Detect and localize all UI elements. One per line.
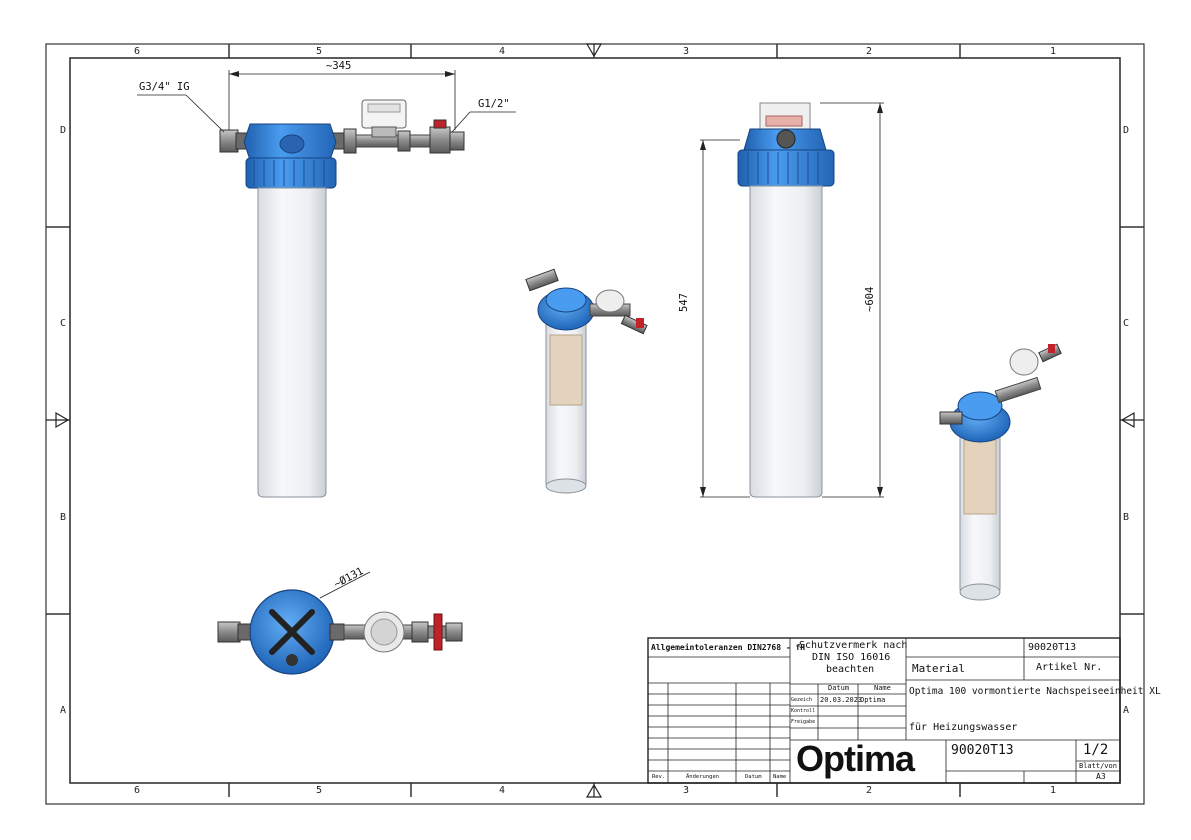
front-view: [219, 99, 465, 498]
change-name-header: Name: [773, 774, 787, 780]
zone-col-top-6: 6: [134, 46, 141, 57]
checked-label: Kontroll: [791, 708, 816, 714]
front-view-dimensions: [137, 70, 516, 133]
zone-col-bottom-3: 3: [683, 785, 690, 796]
zone-row-right-b: B: [1123, 512, 1130, 523]
isometric-view-2: [939, 343, 1062, 601]
article-number-label: Artikel Nr.: [1036, 662, 1103, 673]
centering-marks: [46, 43, 1144, 798]
dimension-width: ~345: [326, 60, 352, 72]
top-view: [217, 571, 463, 675]
revision-header: Rev.: [652, 774, 666, 780]
description-line2: für Heizungswasser: [909, 722, 1018, 733]
zone-col-bottom-1: 1: [1050, 785, 1057, 796]
change-date-header: Datum: [745, 774, 762, 780]
drawn-label: Gezeich: [791, 697, 813, 703]
zone-col-top-2: 2: [866, 46, 873, 57]
dimension-height-housing: 547: [678, 293, 690, 312]
protection-note-line1: Schutzvermerk nach: [799, 640, 908, 651]
zone-row-left-a: A: [60, 705, 67, 716]
drawing-number-top: 90020T13: [1028, 642, 1077, 653]
drawing-number: 90020T13: [951, 743, 1014, 758]
name-header: Name: [874, 684, 891, 692]
drawn-name: Optima: [860, 696, 886, 704]
dimension-height-total: ~604: [864, 286, 876, 312]
date-header: Datum: [828, 684, 850, 692]
protection-note-line3: beachten: [826, 664, 875, 675]
zone-col-top-4: 4: [499, 46, 506, 57]
sheet-number: 1/2: [1083, 742, 1109, 758]
zone-row-right-a: A: [1123, 705, 1130, 716]
zone-col-top-1: 1: [1050, 46, 1057, 57]
zone-ticks: [46, 44, 1144, 797]
side-view: [700, 102, 884, 498]
zone-row-right-c: C: [1123, 318, 1130, 329]
paper-format: A3: [1096, 772, 1106, 781]
drawn-date: 20.03.2023: [820, 696, 863, 704]
material-label: Material: [912, 662, 965, 675]
zone-row-left-b: B: [60, 512, 67, 523]
zone-col-bottom-4: 4: [499, 785, 506, 796]
company-logo: Optima: [796, 738, 915, 779]
zone-col-top-3: 3: [683, 46, 690, 57]
description-line1: Optima 100 vormontierte Nachspeiseeinhei…: [909, 686, 1161, 697]
zone-col-top-5: 5: [316, 46, 323, 57]
zone-row-left-d: D: [60, 125, 67, 136]
sheet-label: Blatt/von: [1079, 762, 1117, 770]
zone-col-bottom-2: 2: [866, 785, 873, 796]
zone-row-left-c: C: [60, 318, 67, 329]
zone-row-right-d: D: [1123, 125, 1130, 136]
dimension-thread-out: G1/2": [478, 98, 510, 110]
protection-note-line2: DIN ISO 16016: [812, 652, 891, 663]
general-tolerances: Allgemeintoleranzen DIN2768 - fH: [651, 643, 806, 652]
zone-col-bottom-6: 6: [134, 785, 141, 796]
changes-header: Änderungen: [686, 774, 720, 780]
dimension-thread-in: G3/4" IG: [139, 81, 190, 93]
zone-col-bottom-5: 5: [316, 785, 323, 796]
isometric-view-1: [525, 268, 648, 494]
approved-label: Freigabe: [791, 719, 816, 725]
title-block: [647, 637, 1121, 784]
